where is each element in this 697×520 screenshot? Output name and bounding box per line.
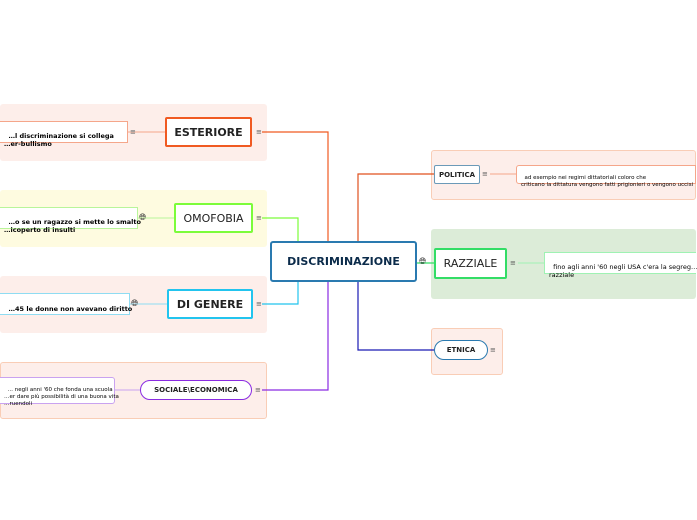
topic-sociale-economica[interactable]: SOCIALE\ECONOMICA xyxy=(140,380,252,400)
note-esteriore-text: …l discriminazione si collega …er-bullis… xyxy=(4,132,114,148)
connector-omofobia xyxy=(262,217,299,241)
topic-etnica-label: ETNICA xyxy=(446,346,476,354)
note-sociale-economica-text: … negli anni '60 che fonda una scuola …e… xyxy=(4,387,119,407)
topic-politica-label: POLITICA xyxy=(438,170,476,179)
topic-omofobia-label: OMOFOBIA xyxy=(183,211,244,225)
topic-di-genere[interactable]: DI GENERE xyxy=(167,289,253,319)
topic-omofobia[interactable]: OMOFOBIA xyxy=(174,203,253,233)
note-razziale-text: fino agli anni '60 negli USA c'era la se… xyxy=(549,263,697,279)
menu-icon[interactable]: ≡ xyxy=(482,170,488,178)
globe-icon[interactable]: 🌐︎ xyxy=(419,257,427,267)
note-omofobia: …o se un ragazzo si mette lo smalto …ico… xyxy=(0,207,141,234)
note-omofobia-text: …o se un ragazzo si mette lo smalto …ico… xyxy=(4,218,141,234)
menu-icon[interactable]: ≡ xyxy=(490,346,496,354)
note-esteriore: …l discriminazione si collega …er-bullis… xyxy=(0,121,128,148)
topic-sociale-economica-label: SOCIALE\ECONOMICA xyxy=(154,386,238,394)
connector-sociale xyxy=(262,281,329,391)
connector-di-genere xyxy=(262,281,299,305)
topic-politica[interactable]: POLITICA xyxy=(434,165,480,184)
topic-esteriore-label: ESTERIORE xyxy=(174,125,243,139)
central-topic-label: DISCRIMINAZIONE xyxy=(287,255,400,268)
note-razziale: fino agli anni '60 negli USA c'era la se… xyxy=(544,252,697,279)
note-politica-text: ad esempio nei regimi dittatoriali color… xyxy=(521,175,694,188)
topic-razziale[interactable]: RAZZIALE xyxy=(434,248,507,279)
menu-icon[interactable]: ≡ xyxy=(255,386,261,394)
globe-icon[interactable]: 🌐︎ xyxy=(131,299,139,309)
connector-esteriore xyxy=(262,131,329,241)
menu-icon[interactable]: ≡ xyxy=(256,300,262,308)
topic-esteriore[interactable]: ESTERIORE xyxy=(165,117,252,147)
menu-icon[interactable]: ≡ xyxy=(256,214,262,222)
note-di-genere-text: …45 le donne non avevano diritto xyxy=(8,305,133,313)
topic-di-genere-label: DI GENERE xyxy=(176,297,244,311)
note-politica: ad esempio nei regimi dittatoriali color… xyxy=(516,165,696,188)
topic-razziale-label: RAZZIALE xyxy=(443,257,498,270)
central-topic[interactable]: DISCRIMINAZIONE xyxy=(270,241,417,282)
menu-icon[interactable]: ≡ xyxy=(510,259,516,267)
menu-icon[interactable]: ≡ xyxy=(256,128,262,136)
connector-etnica xyxy=(357,281,434,351)
note-sociale-economica: … negli anni '60 che fonda una scuola …e… xyxy=(0,377,119,407)
globe-icon[interactable]: 🌐︎ xyxy=(139,213,147,223)
note-di-genere: …45 le donne non avevano diritto xyxy=(0,293,133,315)
topic-etnica[interactable]: ETNICA xyxy=(434,340,488,360)
connector-politica xyxy=(357,173,434,241)
menu-icon[interactable]: ≡ xyxy=(130,128,136,136)
